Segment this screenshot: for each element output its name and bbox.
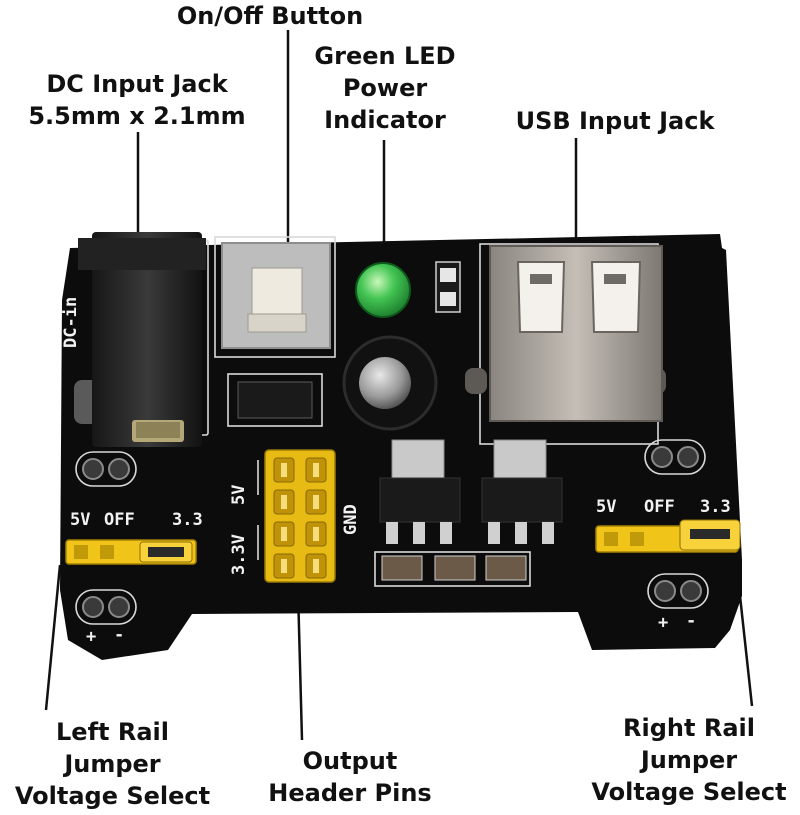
right-off-silkscreen: OFF (644, 497, 675, 517)
right-rail-pads-bottom (647, 573, 709, 609)
right-minus-silkscreen: - (686, 611, 696, 631)
right-plus-silkscreen: + (658, 613, 668, 633)
right-5v-silkscreen: 5V (596, 497, 616, 517)
voltage-regulator-left (379, 439, 461, 544)
header-gnd-silkscreen: GND (341, 504, 361, 535)
dc-input-jack: DC-in (61, 232, 206, 447)
left-rail-pads-bottom (75, 589, 137, 625)
voltage-regulator-right (481, 439, 563, 544)
left-rail-jumper (65, 539, 197, 565)
right-rail-pads-top (644, 439, 706, 475)
left-plus-silkscreen: + (86, 627, 96, 647)
green-led-label: Green LED Power Indicator (314, 42, 456, 134)
header-5v-silkscreen: 5V (229, 485, 249, 505)
smd-resistor (435, 261, 461, 313)
left-rail-pads-top (75, 451, 137, 487)
usb-input-jack (465, 245, 666, 422)
usb-input-jack-label: USB Input Jack (515, 107, 715, 135)
callout-line-header (296, 589, 304, 741)
output-header-pins (264, 449, 336, 583)
output-header-pins-label: Output Header Pins (268, 747, 432, 807)
right-rail-jumper-label: Right Rail Jumper Voltage Select (591, 714, 787, 806)
on-off-button (221, 242, 331, 349)
dc-in-silkscreen: DC-in (61, 297, 81, 348)
header-3v3-silkscreen: 3.3V (229, 534, 249, 575)
dc-input-jack-label: DC Input Jack 5.5mm x 2.1mm (28, 70, 246, 130)
left-off-silkscreen: OFF (104, 510, 135, 530)
left-5v-silkscreen: 5V (70, 510, 90, 530)
left-rail-jumper-label: Left Rail Jumper Voltage Select (14, 718, 211, 810)
left-minus-silkscreen: - (114, 625, 124, 645)
on-off-button-label: On/Off Button (176, 2, 364, 30)
green-led (355, 262, 411, 318)
smd-passives (381, 555, 527, 581)
solder-pad (237, 381, 313, 419)
right-3v3-silkscreen: 3.3 (700, 497, 731, 517)
callout-line-left-rail (44, 564, 62, 711)
capacitor (342, 335, 438, 431)
left-3v3-silkscreen: 3.3 (172, 510, 203, 530)
right-rail-jumper (595, 519, 741, 553)
